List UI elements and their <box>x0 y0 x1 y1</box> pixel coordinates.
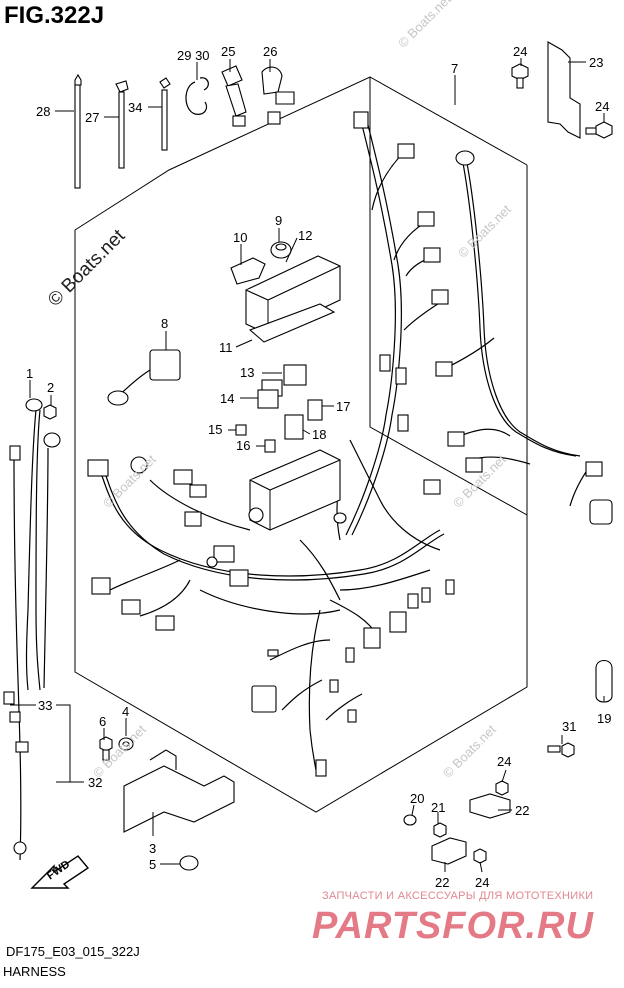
grommet-5 <box>179 855 199 871</box>
callout-18: 18 <box>312 427 326 442</box>
callout-22-upper: 22 <box>515 803 529 818</box>
figure-title: FIG.322J <box>4 2 105 29</box>
callout-28: 28 <box>36 104 50 119</box>
nut-21 <box>433 822 447 838</box>
nut-2 <box>43 404 57 420</box>
callout-5: 5 <box>149 857 156 872</box>
battery-cable-1 <box>25 398 43 691</box>
callout-26: 26 <box>263 44 277 59</box>
callout-21: 21 <box>431 800 445 815</box>
wire-harness-7 <box>99 124 591 771</box>
clamp-29-30 <box>185 77 209 115</box>
fuse-box-12 <box>245 255 341 335</box>
callout-2: 2 <box>47 380 54 395</box>
callout-32: 32 <box>88 775 102 790</box>
bolt-31 <box>547 742 575 758</box>
callout-13: 13 <box>240 365 254 380</box>
callout-24-bracket: 24 <box>595 99 609 114</box>
clamp-25 <box>221 65 247 127</box>
figure-code: DF175_E03_015_322J <box>6 944 140 959</box>
callout-8: 8 <box>161 316 168 331</box>
battery-terminal <box>43 432 61 689</box>
callout-33: 33 <box>38 698 52 713</box>
callout-24-lower: 24 <box>475 875 489 890</box>
fuse-17 <box>307 399 323 421</box>
figure-name: HARNESS <box>3 964 66 979</box>
bolt-24-bracket <box>585 121 613 139</box>
harness-connectors <box>87 111 613 777</box>
callout-16: 16 <box>236 438 250 453</box>
bolt-6 <box>99 736 113 761</box>
callout-17: 17 <box>336 399 350 414</box>
callout-31: 31 <box>562 719 576 734</box>
clip-22-lower <box>431 837 467 865</box>
clip-22-upper <box>469 793 511 819</box>
callout-labels: 1 2 3 4 5 6 7 8 9 10 11 12 13 14 15 16 1… <box>26 44 611 890</box>
bracket-10 <box>230 257 266 285</box>
junction-box <box>248 449 341 531</box>
callout-22-lower: 22 <box>435 875 449 890</box>
fwd-arrow: FWD <box>30 855 90 889</box>
callout-24-upper: 24 <box>497 754 511 769</box>
fuse-18 <box>284 414 304 440</box>
callout-25: 25 <box>221 44 235 59</box>
callout-6: 6 <box>99 714 106 729</box>
fuse-16 <box>264 439 276 453</box>
callout-4: 4 <box>122 704 129 719</box>
bracket-3 <box>123 749 235 833</box>
washer-4 <box>118 737 134 751</box>
callout-27: 27 <box>85 110 99 125</box>
callout-24-top: 24 <box>513 44 527 59</box>
assembly-outline <box>74 76 528 813</box>
callout-11: 11 <box>219 340 233 355</box>
bolt-24-lower <box>473 848 487 864</box>
callout-9: 9 <box>275 213 282 228</box>
washer-20 <box>403 814 417 826</box>
callout-34: 34 <box>128 100 142 115</box>
callout-1: 1 <box>26 366 33 381</box>
cable-tie-34 <box>159 77 171 151</box>
callout-15: 15 <box>208 422 222 437</box>
cap-19 <box>595 659 613 703</box>
cable-tie-27 <box>115 80 129 169</box>
cover-11 <box>248 303 336 343</box>
leader-lines <box>10 58 605 873</box>
cable-tie-28 <box>74 73 82 189</box>
relay-14 <box>257 389 279 409</box>
bolt-24-upper <box>495 780 509 796</box>
relay-8 <box>107 349 181 406</box>
fuse-15 <box>235 424 247 436</box>
cable-32 <box>3 445 29 861</box>
callout-10: 10 <box>233 230 247 245</box>
callout-29-30: 29 30 <box>177 48 210 63</box>
callout-7: 7 <box>451 61 458 76</box>
bolt-24-top <box>511 63 529 89</box>
callout-19: 19 <box>597 711 611 726</box>
partsfor-tagline: ЗАПЧАСТИ И АКСЕССУАРЫ ДЛЯ МОТОТЕХНИКИ <box>322 890 594 902</box>
callout-23: 23 <box>589 55 603 70</box>
callout-14: 14 <box>220 391 234 406</box>
callout-12: 12 <box>298 228 312 243</box>
grommet-9 <box>270 241 292 259</box>
clamp-26 <box>261 66 295 125</box>
callout-20: 20 <box>410 791 424 806</box>
callout-3: 3 <box>149 841 156 856</box>
bracket-23 <box>547 41 581 139</box>
partsfor-logo: PARTSFOR.RU <box>312 905 594 947</box>
